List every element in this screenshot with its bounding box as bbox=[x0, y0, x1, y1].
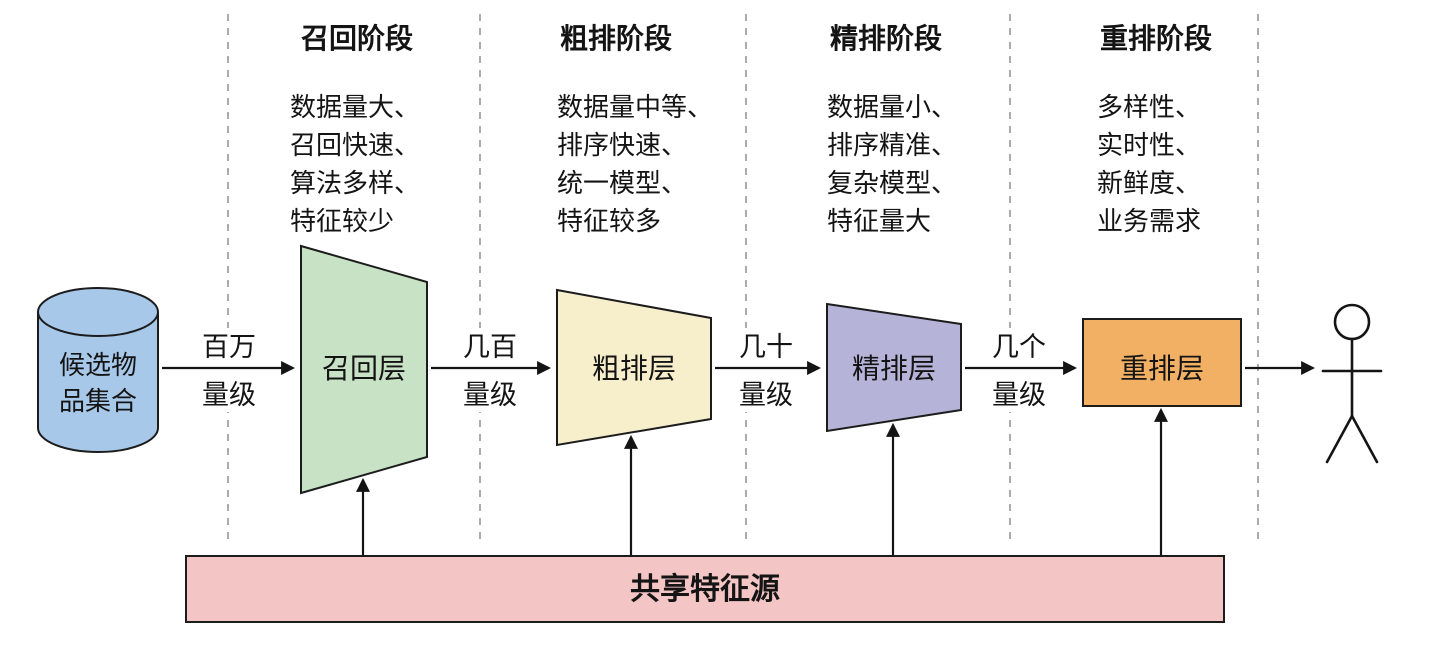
scale-label-backing-3 bbox=[727, 328, 805, 412]
fine-desc-line-2: 排序精准、 bbox=[827, 130, 957, 160]
scale-label-backing-4 bbox=[980, 328, 1058, 412]
recall-desc-line-2: 召回快速、 bbox=[290, 130, 420, 160]
rerank-layer-label: 重排层 bbox=[1120, 353, 1204, 384]
fine-layer-shape bbox=[826, 302, 962, 433]
rerank-layer-shape bbox=[1082, 318, 1242, 407]
recall-layer-label: 召回层 bbox=[322, 353, 406, 384]
scale-label-3-bottom: 量级 bbox=[739, 380, 793, 410]
database-label-line1: 候选物 bbox=[59, 350, 137, 380]
scale-label-4-top: 几个 bbox=[992, 332, 1046, 362]
rerank-desc-line-3: 新鲜度、 bbox=[1097, 168, 1201, 198]
user-head bbox=[1333, 303, 1371, 341]
stage-title-fine: 精排阶段 bbox=[830, 22, 942, 54]
fine-layer-label: 精排层 bbox=[852, 353, 936, 384]
coarse-layer-label: 粗排层 bbox=[592, 353, 676, 384]
stage-title-coarse: 粗排阶段 bbox=[560, 22, 672, 54]
shared-feature-source-label: 共享特征源 bbox=[630, 572, 780, 606]
recall-layer-shape bbox=[300, 244, 428, 495]
fine-desc-line-4: 特征量大 bbox=[827, 206, 931, 236]
fine-layer: 精排层 bbox=[826, 302, 962, 433]
rerank-desc-line-4: 业务需求 bbox=[1097, 206, 1201, 236]
recall-desc-line-1: 数据量大、 bbox=[290, 92, 420, 122]
database-label-line2: 品集合 bbox=[59, 386, 137, 416]
scale-label-1-bottom: 量级 bbox=[202, 380, 256, 410]
coarse-layer-shape bbox=[556, 288, 712, 447]
fine-desc-line-3: 复杂模型、 bbox=[827, 168, 957, 198]
shared-feature-source: 共享特征源 bbox=[185, 555, 1225, 623]
scale-label-4-bottom: 量级 bbox=[992, 380, 1046, 410]
candidate-pool-database: 候选物 品集合 bbox=[37, 287, 159, 453]
scale-label-backing-2 bbox=[451, 328, 529, 412]
scale-label-1-top: 百万 bbox=[202, 332, 256, 362]
recall-desc-line-3: 算法多样、 bbox=[290, 168, 420, 198]
scale-label-3-top: 几十 bbox=[739, 332, 793, 362]
scale-label-backing-1 bbox=[190, 328, 268, 412]
scale-label-2-bottom: 量级 bbox=[463, 380, 517, 410]
user-leg-left bbox=[1325, 414, 1354, 464]
coarse-desc-line-2: 排序快速、 bbox=[557, 130, 687, 160]
recall-desc-line-4: 特征较少 bbox=[290, 206, 394, 236]
coarse-desc-line-3: 统一模型、 bbox=[557, 168, 687, 198]
database-top bbox=[37, 287, 159, 337]
coarse-desc-line-1: 数据量中等、 bbox=[557, 92, 713, 122]
coarse-desc-line-4: 特征较多 bbox=[557, 206, 661, 236]
stage-title-recall: 召回阶段 bbox=[301, 22, 413, 54]
user-leg-right bbox=[1350, 414, 1379, 464]
rerank-desc-line-1: 多样性、 bbox=[1097, 92, 1201, 122]
shared-feature-source-box bbox=[185, 555, 1225, 623]
rerank-desc-line-2: 实时性、 bbox=[1097, 130, 1201, 160]
rerank-layer: 重排层 bbox=[1082, 318, 1242, 407]
stage-title-rerank: 重排阶段 bbox=[1100, 22, 1212, 54]
recall-layer: 召回层 bbox=[300, 244, 428, 495]
fine-desc-line-1: 数据量小、 bbox=[827, 92, 957, 122]
coarse-layer: 粗排层 bbox=[556, 288, 712, 447]
user-icon bbox=[1321, 303, 1383, 464]
database-body bbox=[37, 312, 159, 453]
scale-label-2-top: 几百 bbox=[463, 332, 517, 362]
